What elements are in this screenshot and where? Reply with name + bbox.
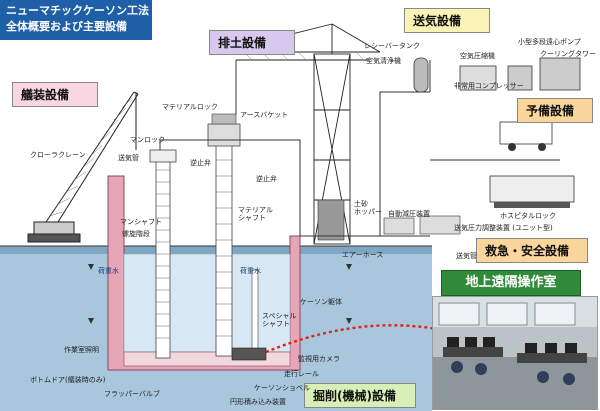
material-lock (207, 123, 241, 147)
label-earth-bucket: アースバケット (240, 111, 289, 119)
air-pressure-regulator-unit (419, 215, 461, 235)
label-emergency-compressor: 非常用コンプレッサー (454, 82, 524, 90)
label-travel-rail: 走行レール (284, 370, 319, 378)
label-air-hose: エアーホース (342, 251, 384, 259)
section-air-supply: 送気設備 (404, 8, 490, 33)
label-check-valve-top: 逆止弁 (190, 159, 211, 167)
title-line-1: ニューマチックケーソン工法 (6, 4, 149, 17)
label-man-shaft: マンシャフト (120, 218, 162, 226)
hospital-lock (489, 175, 575, 203)
label-bottom-door: ボトムドア(艤装時のみ) (30, 376, 106, 384)
label-air-pressure-regulator: 送気圧力調整装置 (ユニット型) (454, 224, 553, 232)
earth-bucket (211, 113, 237, 125)
hospital-lock-base (494, 202, 570, 208)
label-load-water-left: 荷重水 (98, 267, 119, 275)
title-line-2: 全体概要および主要設備 (6, 20, 127, 33)
material-shaft-rings (216, 159, 232, 337)
label-load-water-right: 荷重水 (240, 267, 261, 275)
section-outfitting: 艤装設備 (12, 82, 98, 107)
label-material-lock: マテリアルロック (162, 103, 218, 111)
crawler-crane (27, 91, 139, 243)
label-special-shaft: スペシャル シャフト (262, 312, 297, 328)
section-soil-removal: 排土設備 (209, 30, 295, 55)
truck-wheel-front (508, 143, 516, 151)
label-check-valve-right: 逆止弁 (256, 175, 277, 183)
special-shaft (251, 269, 259, 359)
receiver-tank (413, 57, 429, 93)
label-lighting: 作業室照明 (64, 346, 99, 354)
label-cooling-tower: クーリングタワー (540, 50, 596, 58)
label-cylinder-loader: 円形積み込み装置 (230, 398, 286, 406)
label-hospital-lock: ホスピタルロック (500, 212, 556, 220)
label-soil-hopper: 土砂 ホッパー (354, 200, 382, 216)
man-shaft (155, 157, 171, 359)
water-level-markers (88, 264, 352, 324)
label-cooling-pump: 小型多段遠心ポンプ (518, 38, 581, 46)
man-lock (149, 149, 177, 163)
label-air-purifier: 空気清浄機 (366, 57, 401, 65)
soil-hopper (317, 199, 345, 241)
label-air-pipe-left: 送気管 (118, 154, 139, 162)
label-crawler-crane: クローラクレーン (30, 151, 86, 159)
remote-link-line (265, 324, 443, 354)
caisson-body (107, 175, 301, 371)
label-man-lock: マンロック (130, 136, 165, 144)
label-air-compressor: 空気圧縮機 (460, 52, 495, 60)
label-caisson-body: ケーソン躯体 (300, 298, 342, 306)
remote-room-title: 地上遠隔操作室 (441, 270, 581, 296)
load-water-chamber (123, 253, 291, 353)
label-air-pipe-right: 送気管 (456, 252, 477, 260)
remote-room-photo (432, 296, 598, 410)
section-rescue-safety: 救急・安全設備 (476, 238, 588, 263)
label-auto-detector: 自動減圧装置 (388, 210, 430, 218)
cooling-pump (507, 65, 533, 91)
man-shaft-rings (156, 169, 170, 339)
label-caisson-shovel: ケーソンショベル (254, 384, 310, 392)
truck-wheel-rear (538, 143, 546, 151)
cooling-tower (539, 57, 581, 91)
label-receiver-tank: レシーバータンク (364, 42, 420, 50)
air-compressor (459, 65, 497, 91)
emergency-compressor-truck (499, 121, 553, 145)
section-backup: 予備設備 (517, 98, 593, 123)
label-spiral-stairs: 螺旋階段 (122, 230, 150, 238)
section-excavation: 掘削(機械)設備 (304, 383, 416, 408)
remote-room-illustration (433, 297, 597, 409)
label-material-shaft: マテリアル シャフト (238, 206, 273, 222)
label-flapper-valve: フラッパーバルブ (104, 390, 160, 398)
air-piping (159, 60, 560, 237)
label-monitor-camera: 監視用カメラ (298, 355, 340, 363)
main-title: ニューマチックケーソン工法 全体概要および主要設備 (0, 0, 152, 40)
crane-lattice (49, 97, 133, 217)
auto-decompression-unit (383, 217, 415, 235)
caisson-shovel (231, 347, 267, 361)
